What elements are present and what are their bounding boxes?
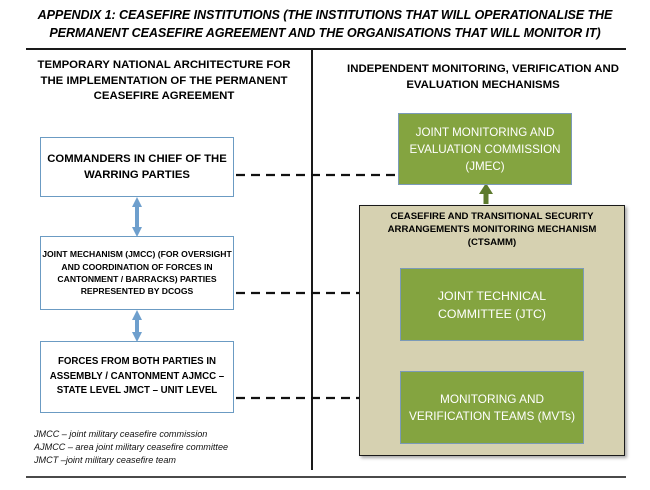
legend-abbreviations: JMCC – joint military ceasefire commissi… [34,428,304,468]
box-joint-technical-committee[interactable]: JOINT TECHNICAL COMMITTEE (JTC) [400,268,584,341]
footer-divider-rule [26,476,626,478]
blue-double-arrow-jmcc-forces [132,310,142,342]
blue-double-arrow-commanders-jmcc [132,197,142,237]
page-title: APPENDIX 1: CEASEFIRE INSTITUTIONS (THE … [37,8,613,40]
box-commanders-in-chief[interactable]: COMMANDERS IN CHIEF OF THE WARRING PARTI… [40,137,234,197]
right-column-heading: INDEPENDENT MONITORING, VERIFICATION AND… [347,63,619,91]
legend-item-jmcc: JMCC – joint military ceasefire commissi… [34,429,208,439]
legend-item-ajmcc: AJMCC – area joint military ceasefire co… [34,442,229,453]
box-forces-both-parties[interactable]: FORCES FROM BOTH PARTIES IN ASSEMBLY / C… [40,341,234,413]
panel-ctsamm-title: CEASEFIRE AND TRANSITIONAL SECURITY ARRA… [387,211,597,249]
legend-item-jmct: JMCT –joint military ceasefire team [34,455,177,466]
box-jmec[interactable]: JOINT MONITORING AND EVALUATION COMMISSI… [398,113,572,185]
left-column-heading: TEMPORARY NATIONAL ARCHITECTURE FOR THE … [37,59,291,102]
box-monitoring-verification-teams[interactable]: MONITORING AND VERIFICATION TEAMS (MVTs) [400,371,584,444]
title-divider-rule [26,48,626,50]
box-joint-mechanism-jmcc[interactable]: JOINT MECHANISM (JMCC) (FOR OVERSIGHT AN… [40,236,234,310]
column-divider [311,50,313,470]
green-arrow-ctsamm-jmec [479,183,493,204]
